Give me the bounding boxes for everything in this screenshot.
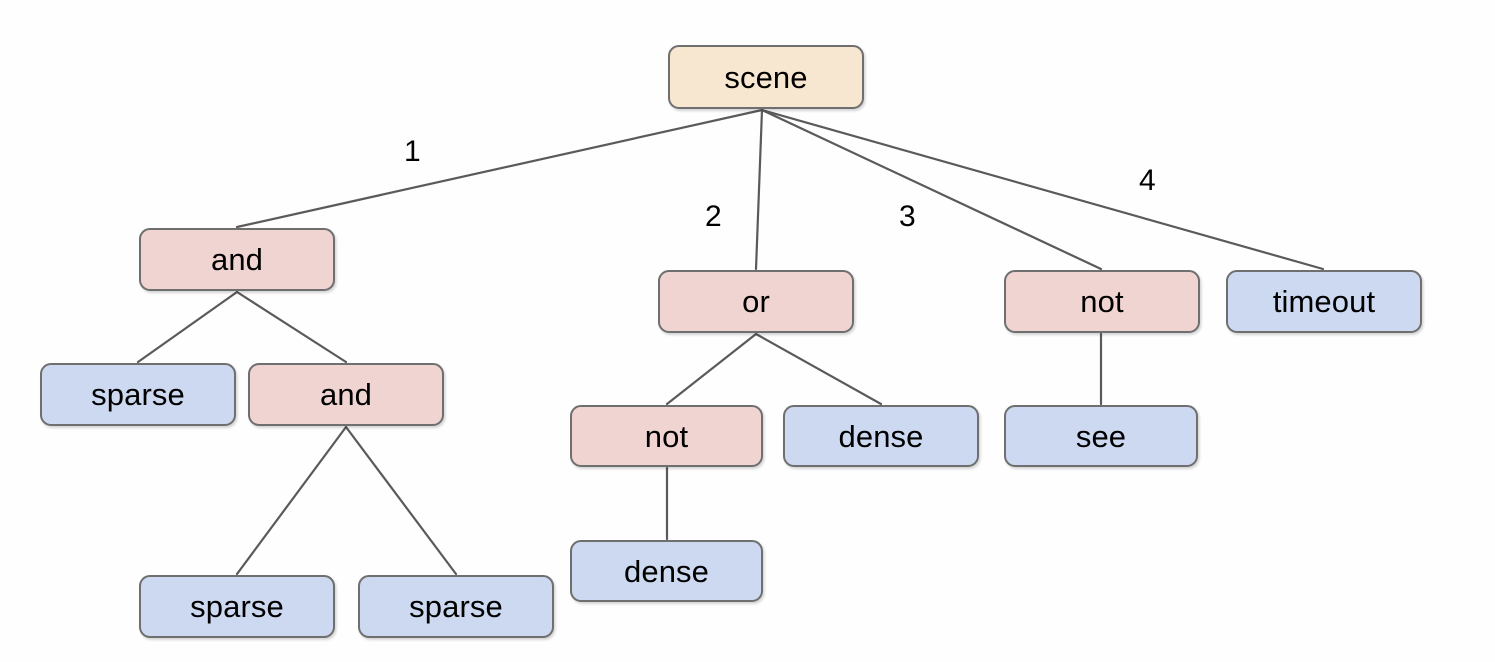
tree-node-sparse1[interactable]: sparse: [40, 363, 236, 426]
tree-node-dense2[interactable]: dense: [570, 540, 763, 602]
tree-node-label: and: [319, 377, 373, 412]
tree-edge: [754, 332, 883, 406]
tree-node-label: not: [1080, 284, 1124, 319]
tree-node-label: scene: [724, 59, 808, 95]
tree-node-label: sparse: [190, 589, 284, 624]
tree-edge: [235, 425, 348, 576]
tree-node-label: timeout: [1272, 284, 1376, 319]
tree-node-label: dense: [624, 553, 709, 589]
tree-node-label: sparse: [91, 377, 185, 412]
tree-node-timeout[interactable]: timeout: [1226, 270, 1422, 333]
tree-node-scene[interactable]: scene: [668, 45, 864, 109]
tree-edge: [760, 108, 1325, 271]
tree-edge: [754, 108, 764, 271]
tree-node-label: and: [210, 242, 264, 277]
tree-edge: [235, 290, 348, 364]
tree-node-and1[interactable]: and: [139, 228, 335, 291]
tree-edge: [235, 108, 764, 229]
tree-node-not2[interactable]: not: [570, 405, 763, 467]
tree-node-sparse2[interactable]: sparse: [139, 575, 335, 638]
tree-edge: [665, 332, 758, 406]
tree-node-label: see: [1075, 418, 1127, 454]
tree-node-dense1[interactable]: dense: [783, 405, 979, 467]
tree-node-sparse3[interactable]: sparse: [358, 575, 554, 638]
edge-label-4: 4: [1139, 164, 1156, 197]
tree-node-label: sparse: [409, 589, 503, 624]
edge-label-1: 1: [404, 135, 421, 168]
tree-node-label: not: [644, 418, 689, 454]
edge-label-3: 3: [899, 200, 916, 233]
tree-node-label: or: [742, 284, 770, 319]
tree-node-label: dense: [838, 418, 924, 454]
edge-label-2: 2: [705, 200, 722, 233]
tree-node-or1[interactable]: or: [658, 270, 854, 333]
tree-node-and2[interactable]: and: [248, 363, 444, 426]
tree-node-see[interactable]: see: [1004, 405, 1198, 467]
tree-node-not3[interactable]: not: [1004, 270, 1200, 333]
tree-edge: [136, 290, 239, 364]
tree-edge: [760, 108, 1103, 271]
tree-edge: [344, 425, 458, 576]
